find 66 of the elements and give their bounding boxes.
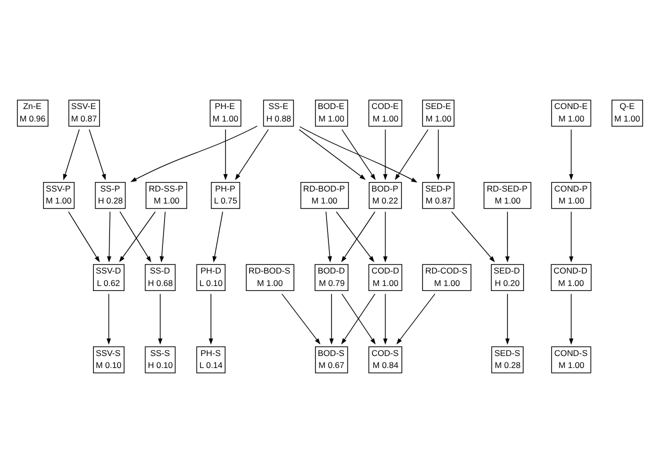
node-box: Zn-E M 0.96 <box>16 99 48 126</box>
node-box: COND-P M 1.00 <box>551 181 592 208</box>
arrow <box>383 210 388 262</box>
arrow <box>212 210 224 262</box>
node-box: PH-D L 0.10 <box>196 264 226 291</box>
arrow <box>505 293 510 344</box>
node-box: COD-S M 0.84 <box>368 346 402 373</box>
arrow <box>569 128 574 180</box>
arrow <box>505 210 510 262</box>
arrow <box>107 210 112 262</box>
node-box: BOD-D M 0.79 <box>314 264 348 291</box>
arrow <box>383 128 388 180</box>
node-box: PH-S L 0.14 <box>196 346 226 373</box>
arrow <box>342 128 376 180</box>
node-box: SED-D H 0.20 <box>490 264 524 291</box>
arrow <box>383 293 388 344</box>
node-box: RD-SS-P M 1.00 <box>146 181 188 208</box>
node-box: Q-E M 1.00 <box>612 99 644 126</box>
node-box: BOD-S M 0.67 <box>315 346 348 373</box>
arrow <box>235 128 269 180</box>
node-box: COD-E M 1.00 <box>368 99 402 126</box>
arrow <box>88 128 106 180</box>
arrow <box>396 293 436 344</box>
arrow <box>63 128 80 180</box>
arrow <box>326 210 332 262</box>
node-box: SED-P M 0.87 <box>422 181 454 208</box>
node-box: SSV-E M 0.87 <box>68 99 100 126</box>
node-box: SED-E M 1.00 <box>422 99 454 126</box>
arrow <box>106 293 111 344</box>
arrow <box>299 126 418 182</box>
node-box: SSV-D L 0.62 <box>93 264 124 291</box>
arrow <box>451 210 495 262</box>
arrow <box>569 210 574 262</box>
node-box: SS-S H 0.10 <box>144 346 176 373</box>
arrow <box>341 210 376 262</box>
node-box: RD-COD-S M 1.00 <box>422 264 472 291</box>
arrow <box>208 293 214 344</box>
node-box: COND-E M 1.00 <box>551 99 592 126</box>
arrow <box>158 293 162 344</box>
node-box: COND-D M 1.00 <box>550 264 592 291</box>
node-box: PH-E M 1.00 <box>210 99 242 126</box>
arrow <box>223 128 228 180</box>
arrow <box>336 210 374 262</box>
node-box: RD-BOD-S M 1.00 <box>246 264 294 291</box>
arrow <box>130 125 258 182</box>
arrow <box>329 293 334 344</box>
node-box: BOD-E M 1.00 <box>315 99 348 126</box>
node-box: SS-D H 0.68 <box>144 264 176 291</box>
arrow <box>436 128 440 180</box>
arrow <box>298 128 366 180</box>
node-box: SSV-P M 1.00 <box>43 181 75 208</box>
node-box: SSV-S M 0.10 <box>93 346 124 373</box>
arrow <box>394 128 428 180</box>
node-box: SED-S M 0.28 <box>491 346 524 373</box>
node-box: SS-E H 0.88 <box>263 99 294 126</box>
node-box: COD-D M 1.00 <box>368 264 402 291</box>
node-box: BOD-P M 0.22 <box>368 181 402 208</box>
arrow <box>282 293 320 344</box>
node-box: PH-P L 0.75 <box>210 181 240 208</box>
node-box: RD-SED-P M 1.00 <box>484 181 532 208</box>
arrow <box>160 210 166 262</box>
arrow <box>68 210 100 262</box>
arrow <box>569 293 574 344</box>
node-box: SS-P H 0.28 <box>94 181 126 208</box>
node-box: COND-S M 1.00 <box>551 346 592 373</box>
node-box: RD-BOD-P M 1.00 <box>300 181 349 208</box>
